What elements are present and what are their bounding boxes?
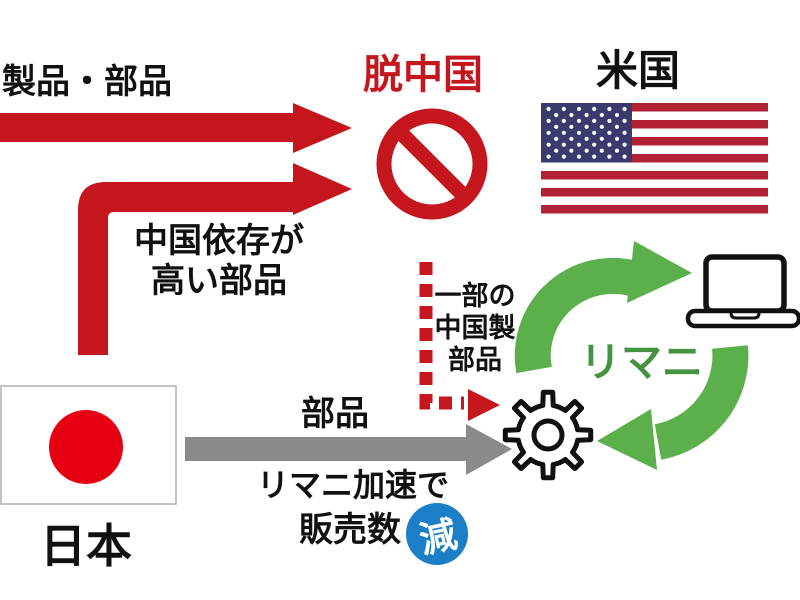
recycle-arc-top: [514, 257, 644, 374]
remani-accel-line2: 販売数: [299, 511, 401, 549]
dashed-arrow-head: [468, 389, 500, 421]
china-dependent-line2: 高い部品: [151, 262, 287, 301]
some-chinese-parts-label: 一部の 中国製 部品: [425, 281, 525, 377]
japan-flag-icon: [0, 385, 177, 505]
usa-label: 米国: [596, 47, 681, 94]
laptop-icon: [685, 254, 800, 329]
remani-label: リマニ: [580, 339, 703, 385]
de-china-label: 脱中国: [363, 53, 483, 97]
decrease-label: 減: [415, 513, 461, 562]
china-dependent-line1: 中国依存が: [134, 222, 304, 260]
arrow-products-to-china: [0, 103, 352, 153]
arrow-china-dependent: [78, 163, 352, 355]
recycle-arc-bottom-head: [597, 409, 657, 470]
green-cycle-icon: [514, 241, 749, 470]
remani-accel-line1: リマニ加速で: [257, 467, 450, 503]
dashed-arrow-some-parts: [419, 262, 500, 421]
us-flag-stars: [546, 106, 627, 159]
laptop-screen: [703, 254, 787, 314]
japan-label: 日本: [40, 520, 132, 572]
some-chinese-line1: 一部の: [434, 281, 516, 311]
arrow-parts-gray: [185, 424, 512, 475]
prohibition-ring: [376, 108, 488, 220]
gear-hole: [531, 418, 565, 452]
gear-icon: [502, 389, 594, 481]
some-chinese-line3: 部品: [448, 344, 502, 375]
products-parts-label: 製品・部品: [2, 63, 172, 101]
us-flag-icon: [541, 103, 768, 214]
some-chinese-line2: 中国製: [434, 312, 516, 343]
japan-flag-sun: [49, 410, 123, 484]
us-flag-canton: [541, 103, 632, 163]
recycle-arc-top-head: [627, 241, 692, 303]
us-flag-stripes: [541, 103, 768, 214]
prohibition-icon: [376, 108, 488, 220]
china-dependent-label: 中国依存が 高い部品: [109, 221, 329, 301]
decrease-badge: 減: [406, 503, 468, 565]
prohibition-slash: [393, 125, 471, 203]
dashed-arrow-line: [419, 262, 464, 410]
laptop-base-notch: [729, 312, 761, 320]
recycle-arc-bottom: [654, 345, 749, 460]
parts-label: 部品: [301, 395, 369, 433]
